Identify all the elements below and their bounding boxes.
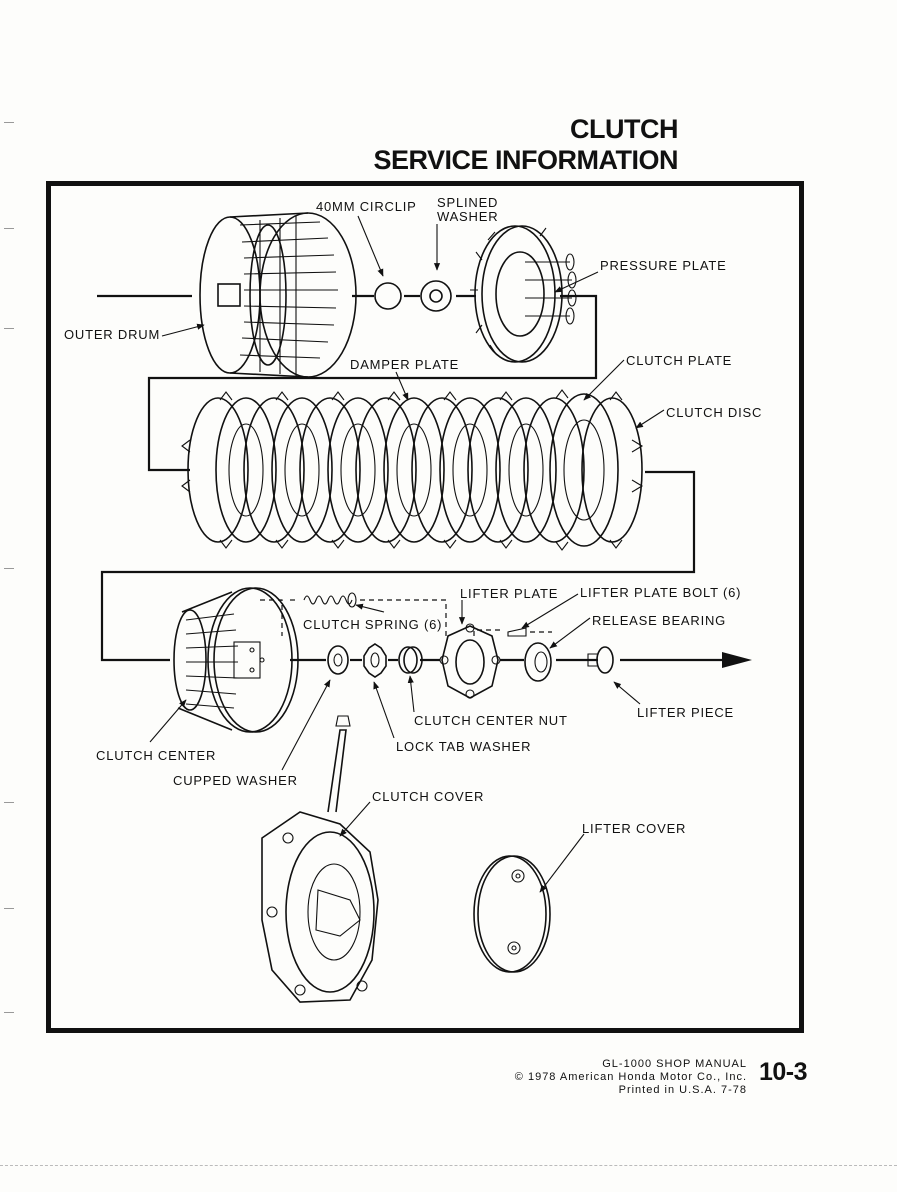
label-clutch-spring: CLUTCH SPRING (6) [303,617,442,632]
pressure-plate [470,225,577,363]
label-circlip: 40MM CIRCLIP [316,199,417,214]
scan-mark [4,568,14,569]
chapter-title: CLUTCH [570,114,678,144]
scan-mark [4,122,14,123]
assembly-flow-line [97,294,752,668]
clutch-springs [260,592,447,636]
label-clutch-disc: CLUTCH DISC [666,405,762,420]
scan-mark [4,908,14,909]
clutch-plate-stack [181,389,644,551]
labels: 40MM CIRCLIP SPLINED WASHER PRESSURE PLA… [64,195,762,836]
label-pressure-plate: PRESSURE PLATE [600,258,727,273]
label-lock-tab-washer: LOCK TAB WASHER [396,739,531,754]
label-clutch-center-nut: CLUTCH CENTER NUT [414,713,568,728]
lifter-cover [473,855,551,973]
scan-mark [4,1012,14,1013]
lifter-plate [439,623,501,699]
diagram-frame [46,181,804,1033]
footer-printed: Printed in U.S.A. 7-78 [618,1084,747,1096]
scan-mark [4,328,14,329]
scan-mark [4,802,14,803]
clutch-cover [261,715,379,1003]
page-number: 10-3 [759,1058,808,1086]
scan-mark [4,228,14,229]
label-clutch-cover: CLUTCH COVER [372,789,484,804]
lifter-piece [587,646,614,674]
circlip [374,282,402,310]
label-lifter-piece: LIFTER PIECE [637,705,734,720]
scan-bottom-edge [0,1165,897,1167]
label-splined-washer-line1: SPLINED [437,195,498,210]
clutch-center [173,587,299,733]
label-clutch-plate: CLUTCH PLATE [626,353,732,368]
footer-manual-title: GL-1000 SHOP MANUAL [602,1058,747,1070]
lock-tab-washer [363,643,387,678]
lifter-plate-bolt [473,627,552,637]
outer-drum [199,212,357,378]
leader-lines [149,215,665,893]
label-lifter-plate-bolt: LIFTER PLATE BOLT (6) [580,585,741,600]
label-clutch-center: CLUTCH CENTER [96,748,216,763]
footer-copyright: © 1978 American Honda Motor Co., Inc. [514,1071,747,1083]
label-outer-drum: OUTER DRUM [64,327,160,342]
cupped-washer [327,645,349,675]
clutch-center-nut [398,646,423,674]
label-lifter-plate: LIFTER PLATE [460,586,558,601]
release-bearing [524,642,552,682]
label-splined-washer-line2: WASHER [437,209,498,224]
splined-washer [420,280,452,312]
label-cupped-washer: CUPPED WASHER [173,773,298,788]
label-release-bearing: RELEASE BEARING [592,613,726,628]
label-damper-plate: DAMPER PLATE [350,357,459,372]
section-title: SERVICE INFORMATION [373,145,678,175]
label-lifter-cover: LIFTER COVER [582,821,686,836]
